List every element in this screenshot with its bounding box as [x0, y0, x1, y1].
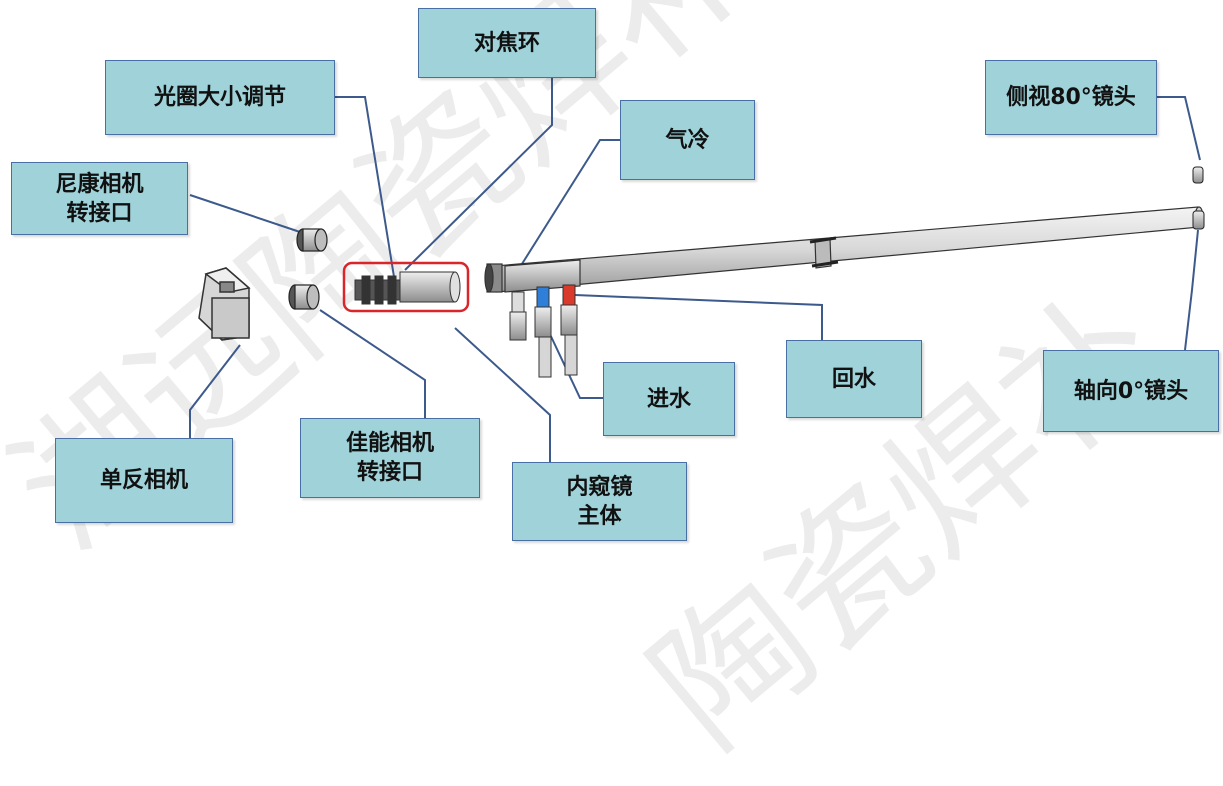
leader-nikon [189, 194, 301, 233]
leader-water-in [547, 329, 603, 399]
label-endoscope-body: 内窥镜 主体 [512, 462, 687, 541]
label-dslr-camera: 单反相机 [55, 438, 233, 523]
assembly-drawing [189, 78, 1205, 462]
endoscope-tube-part [484, 206, 1204, 293]
axial-lens-part [1192, 210, 1205, 230]
highlight-box [342, 261, 470, 313]
nikon-adapter-part [296, 228, 328, 252]
label-side-view-lens: 侧视80°镜头 [985, 60, 1157, 135]
label-nikon-adapter: 尼康相机 转接口 [11, 162, 188, 235]
leader-dslr [189, 344, 241, 438]
leader-side-lens [1157, 96, 1201, 161]
leader-focus-ring [404, 78, 553, 271]
label-canon-adapter: 佳能相机 转接口 [300, 418, 480, 498]
leader-water-return [574, 294, 823, 340]
label-water-return: 回水 [786, 340, 922, 418]
hoses-part [509, 284, 578, 378]
label-water-in: 进水 [603, 362, 735, 436]
label-focus-ring: 对焦环 [418, 8, 596, 78]
dslr-camera-part [198, 267, 251, 341]
leader-lines [189, 78, 1201, 462]
leader-aperture [335, 96, 396, 284]
label-axial-lens: 轴向0°镜头 [1043, 350, 1219, 432]
label-air-cooling: 气冷 [620, 100, 755, 180]
canon-adapter-part [288, 284, 320, 310]
label-aperture-adjust: 光圈大小调节 [105, 60, 335, 135]
leader-air-cooling [514, 139, 620, 276]
lens-assembly-part [354, 271, 461, 305]
side-lens-part [1192, 166, 1204, 184]
leader-canon [319, 309, 426, 418]
leader-axial-lens [1184, 229, 1199, 351]
leader-endoscope [454, 327, 551, 462]
